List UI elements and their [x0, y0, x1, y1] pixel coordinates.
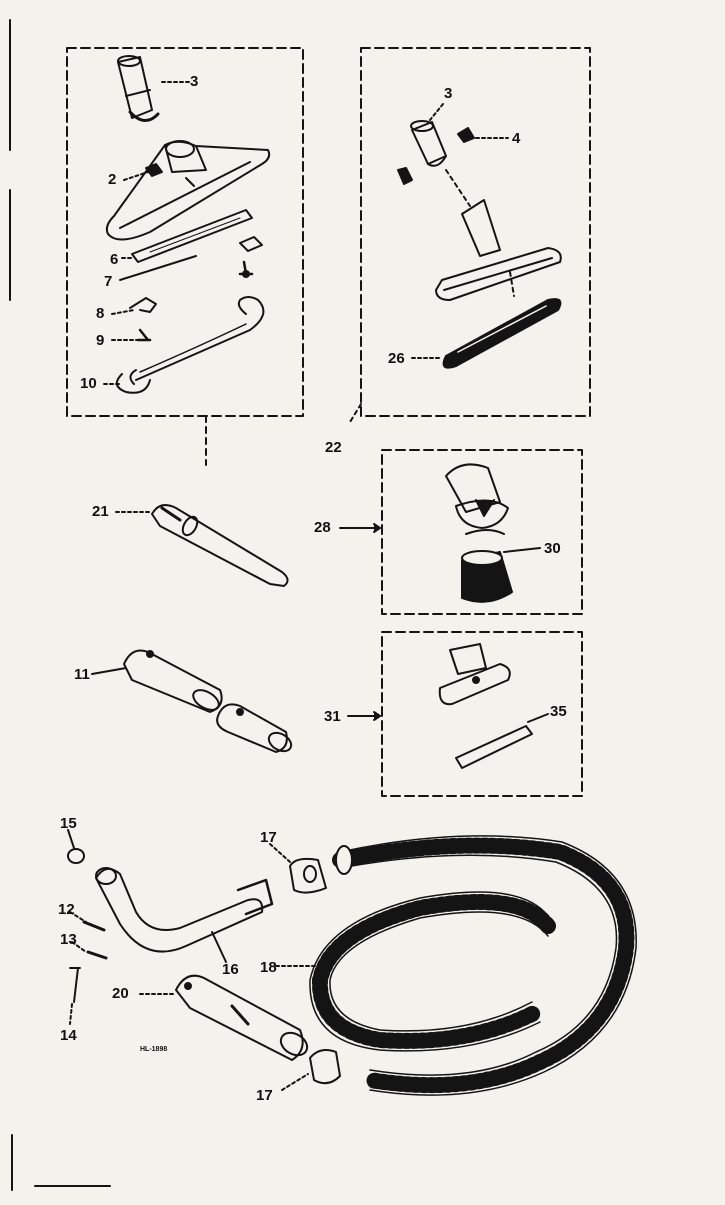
leader-part-30 [503, 547, 541, 553]
screw-part-14 [69, 967, 81, 1003]
label-part-20: 20 [112, 985, 129, 1002]
label-part-21: 21 [92, 503, 109, 520]
label-part-26: 26 [388, 350, 405, 367]
bumper-wire [135, 296, 265, 381]
leader-part-7 [119, 255, 197, 281]
bent-wand-part-16 [95, 867, 274, 953]
kit-box-22 [360, 47, 591, 417]
clip-part-4 [457, 127, 475, 143]
label-kit-22: 22 [325, 439, 342, 456]
coupler-part-17b [309, 1049, 341, 1085]
label-part-2: 2 [108, 171, 117, 188]
dusting-tool-head [445, 463, 509, 535]
leader-part-3b [429, 103, 444, 121]
leader-part-8 [111, 309, 135, 315]
clip-part-13 [86, 950, 108, 960]
label-part-17a: 17 [260, 829, 277, 846]
label-kit-31: 31 [324, 708, 341, 725]
extension-wand-part-11 [123, 649, 293, 753]
leader-part-15 [67, 829, 75, 849]
part-2-clip [145, 163, 163, 177]
flexible-hose-part-18 [311, 837, 635, 1094]
kit-box-floor-brush [66, 47, 304, 417]
kit-box-31 [381, 631, 583, 797]
leader-part-11 [91, 667, 127, 675]
brush-part-26 [442, 298, 562, 369]
nozzle-dash-2 [509, 271, 515, 297]
coupler-part-17a [289, 857, 327, 894]
leader-part-14 [69, 1003, 73, 1025]
floor-brush-head [105, 140, 271, 241]
label-part-4: 4 [512, 130, 521, 147]
label-part-13: 13 [60, 931, 77, 948]
hose-wand-part-20 [175, 974, 309, 1061]
leader-part-17b [281, 1073, 309, 1091]
label-part-3a: 3 [190, 73, 199, 90]
brush-ring-part-30 [461, 550, 513, 603]
hose-end [335, 845, 353, 875]
label-part-3b: 3 [444, 85, 453, 102]
kit-box-28 [381, 449, 583, 615]
crevice-tool-part-35 [455, 725, 533, 769]
bristle-strip-part-6 [131, 209, 253, 263]
adapter-part-3 [117, 55, 160, 122]
clip-part-12 [82, 920, 106, 932]
label-part-6: 6 [110, 251, 119, 268]
kit-leader-22 [349, 403, 362, 423]
upholstery-tool [438, 643, 511, 706]
small-clip [397, 167, 413, 185]
label-part-16: 16 [222, 961, 239, 978]
label-part-9: 9 [96, 332, 105, 349]
label-kit-28: 28 [314, 519, 331, 536]
label-part-18: 18 [260, 959, 277, 976]
latch-part [239, 236, 263, 252]
label-part-14: 14 [60, 1027, 77, 1044]
label-part-30: 30 [544, 540, 561, 557]
label-part-11: 11 [74, 666, 90, 683]
nozzle-neck [461, 199, 501, 257]
ring-part-15 [67, 848, 85, 864]
label-part-8: 8 [96, 305, 105, 322]
hook-part-10 [115, 369, 151, 394]
label-part-15: 15 [60, 815, 77, 832]
leader-part-17a [269, 843, 291, 863]
screw-part-9 [136, 328, 152, 342]
bumper-wire-inner [139, 323, 247, 373]
nozzle-head [435, 247, 562, 301]
label-part-10: 10 [80, 375, 97, 392]
label-part-12: 12 [58, 901, 75, 918]
crevice-wand-part-21 [151, 504, 289, 587]
swivel-part-3 [410, 120, 447, 167]
label-part-7: 7 [104, 273, 113, 290]
flexible-hose-outline [309, 835, 637, 1096]
leader-part-12 [69, 911, 87, 923]
leader-part-2 [123, 171, 149, 181]
drawing-code: HL-1898 [140, 1046, 168, 1053]
nozzle-dash [445, 169, 471, 207]
label-part-35: 35 [550, 703, 567, 720]
leader-part-13 [71, 941, 87, 953]
leader-part-35 [527, 713, 549, 723]
leader-part-16 [211, 931, 227, 963]
clip-part-8 [129, 297, 157, 313]
label-part-17b: 17 [256, 1087, 273, 1104]
